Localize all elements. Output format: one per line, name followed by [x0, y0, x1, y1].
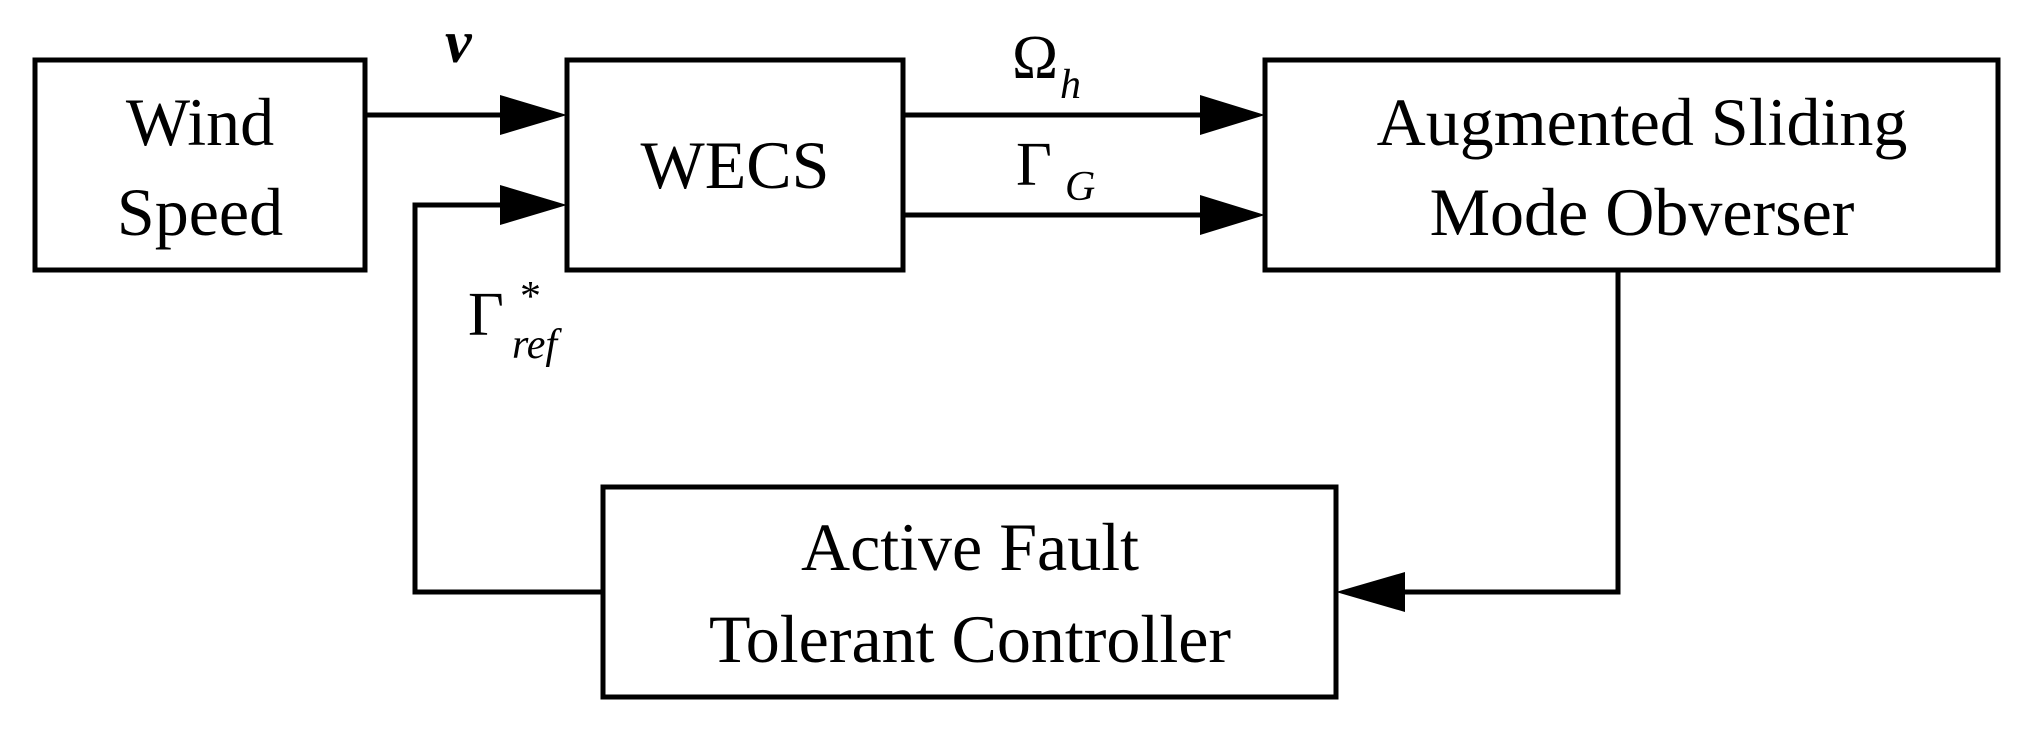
controller-label-line1: Active Fault [801, 509, 1139, 585]
gamma-g-signal-connection: Γ G [903, 131, 1265, 235]
wind-speed-box [32, 57, 368, 273]
wecs-block: WECS [564, 57, 906, 273]
controller-label-line2: Tolerant Controller [709, 601, 1231, 677]
observer-box [1262, 57, 2001, 273]
gamma-g-symbol: Γ [1016, 131, 1052, 199]
observer-label-line2: Mode Obverser [1430, 174, 1855, 250]
observer-block: Augmented Sliding Mode Obverser [1262, 57, 2001, 273]
gamma-ref-signal-arrowhead [500, 185, 567, 225]
observer-to-controller-wire [1395, 270, 1621, 595]
gamma-ref-superscript: * [518, 274, 539, 320]
gamma-g-subscript: G [1065, 164, 1095, 210]
wind-signal-label: v [445, 9, 473, 75]
wecs-label: WECS [641, 127, 830, 203]
wind-speed-label-line1: Wind [126, 84, 274, 160]
gamma-ref-subscript: ref [512, 322, 562, 368]
gamma-ref-signal-connection: Γ * ref [412, 185, 603, 595]
omega-subscript: h [1060, 62, 1081, 108]
observer-to-controller-arrowhead [1336, 572, 1405, 612]
wind-signal-arrowhead [500, 95, 567, 135]
wind-signal-connection: v [365, 9, 567, 135]
observer-label-line1: Augmented Sliding [1377, 84, 1908, 160]
gamma-ref-signal-wire [412, 202, 603, 595]
gamma-ref-symbol: Γ [468, 281, 504, 349]
wecs-box [564, 57, 906, 273]
omega-symbol: Ω [1012, 24, 1058, 92]
omega-signal-arrowhead [1200, 95, 1265, 135]
wind-speed-block: Wind Speed [32, 57, 368, 273]
gamma-g-signal-arrowhead [1200, 195, 1265, 235]
omega-signal-connection: Ω h [903, 24, 1265, 135]
controller-block: Active Fault Tolerant Controller [600, 484, 1339, 700]
wind-speed-label-line2: Speed [117, 174, 283, 250]
observer-to-controller-connection [1336, 270, 1621, 612]
